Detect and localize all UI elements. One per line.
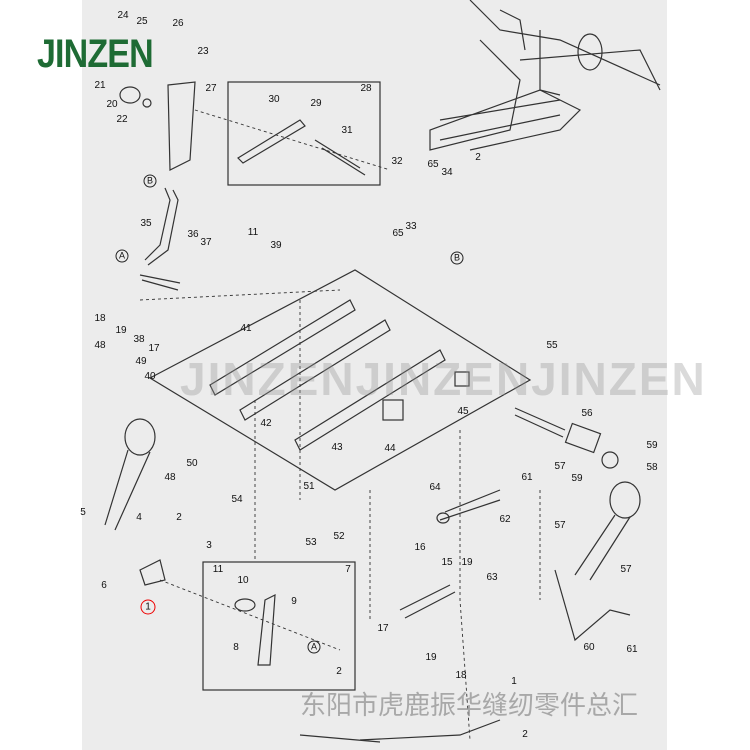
part-callout-59: 59 [646,440,658,451]
top-right-mechanism [429,0,661,151]
watermark-text: JINZENJINZENJINZEN [180,353,707,405]
part-callout-59: 59 [571,473,583,484]
part-callout-20: 20 [106,99,118,110]
part-callout-40: 40 [144,371,156,382]
part-shapes [104,81,641,743]
part-callout-19: 19 [461,557,473,568]
part-callout-2: 2 [475,152,481,163]
part-callout-9: 9 [291,596,297,607]
part-callout-50: 50 [186,458,198,469]
footer-watermark: 东阳市虎鹿振华缝纫零件总汇 [300,690,639,720]
part-callout-63: 63 [486,572,498,583]
part-callout-17: 17 [148,343,160,354]
diagram-sheet [82,0,667,750]
part-callout-1: 1 [511,676,517,687]
part-callout-43: 43 [331,442,343,453]
part-callout-55: 55 [546,340,558,351]
part-callout-61: 61 [626,644,638,655]
part-callout-57: 57 [620,564,632,575]
part-callout-18: 18 [455,670,467,681]
part-callout-19: 19 [425,652,437,663]
part-callout-30: 30 [268,94,280,105]
dashed-leaders [139,109,541,741]
part-callout-48: 48 [94,340,106,351]
part-callout-11: 11 [247,227,259,238]
part-callout-42: 42 [260,418,272,429]
part-callout-54: 54 [231,494,243,505]
part-callout-19: 19 [115,325,127,336]
part-callout-37: 37 [200,237,212,248]
part-callout-34: 34 [441,167,453,178]
part-callout-39: 39 [270,240,282,251]
part-callout-18: 18 [94,313,106,324]
part-callout-65: 65 [392,228,404,239]
part-callout-5: 5 [80,507,86,518]
part-callout-49: 49 [135,356,147,367]
part-callout-56: 56 [581,408,593,419]
part-callout-61: 61 [521,472,533,483]
part-callout-25: 25 [136,16,148,27]
part-callout-21: 21 [94,80,106,91]
part-callout-45: 45 [457,406,469,417]
part-callout-10: 10 [237,575,249,586]
reference-marker-a: A [115,249,129,263]
part-callout-24: 24 [117,10,129,21]
part-callout-64: 64 [429,482,441,493]
part-callout-22: 22 [116,114,128,125]
part-callout-35: 35 [140,218,152,229]
part-callout-2: 2 [522,729,528,740]
part-callout-62: 62 [499,514,511,525]
part-callout-27: 27 [205,83,217,94]
part-callout-2: 2 [176,512,182,523]
part-callout-31: 31 [341,125,353,136]
part-callout-4: 4 [136,512,142,523]
part-callout-60: 60 [583,642,595,653]
part-callout-48: 48 [164,472,176,483]
part-callout-7: 7 [345,564,351,575]
part-callout-26: 26 [172,18,184,29]
part-callout-51: 51 [303,481,315,492]
part-callout-57: 57 [554,461,566,472]
part-callout-3: 3 [206,540,212,551]
part-callout-8: 8 [233,642,239,653]
part-callout-53: 53 [305,537,317,548]
part-callout-65: 65 [427,159,439,170]
part-callout-1: 1 [140,599,156,615]
slide-bar-group-40 [148,269,532,491]
part-callout-52: 52 [333,531,345,542]
part-callout-16: 16 [414,542,426,553]
part-callout-17: 17 [377,623,389,634]
reference-marker-b: B [450,251,464,265]
part-callout-15: 15 [441,557,453,568]
part-callout-41: 41 [240,323,252,334]
part-callout-58: 58 [646,462,658,473]
reference-marker-b: B [143,174,157,188]
part-callout-33: 33 [405,221,417,232]
part-callout-28: 28 [360,83,372,94]
part-callout-44: 44 [384,443,396,454]
part-callout-2: 2 [336,666,342,677]
part-callout-32: 32 [391,156,403,167]
part-callout-6: 6 [101,580,107,591]
part-callout-11: 11 [212,564,224,575]
jinzen-logo: JINZEN [37,32,154,76]
part-callout-38: 38 [133,334,145,345]
part-callout-23: 23 [197,46,209,57]
box-7 [202,561,356,691]
part-callout-36: 36 [187,229,199,240]
reference-marker-a: A [307,640,321,654]
part-callout-29: 29 [310,98,322,109]
box-28 [227,81,381,186]
part-callout-57: 57 [554,520,566,531]
